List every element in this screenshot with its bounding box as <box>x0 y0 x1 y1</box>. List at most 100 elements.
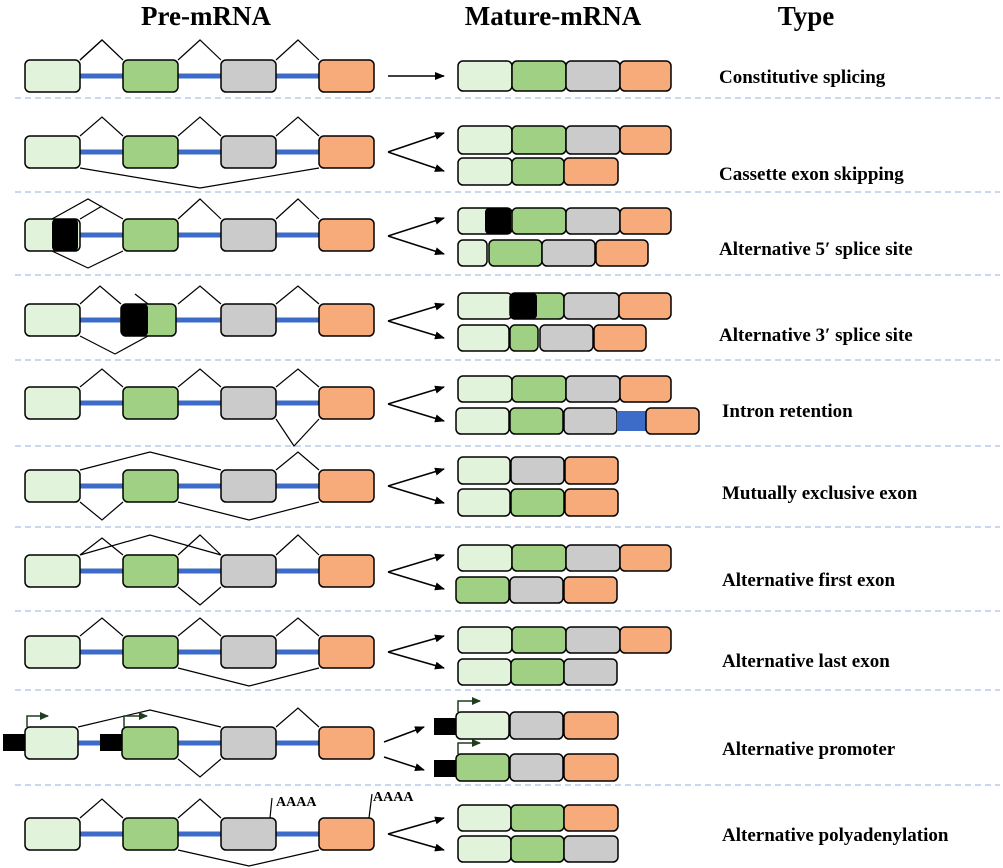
exon-1 <box>457 544 513 572</box>
exon-2 <box>122 817 179 851</box>
pre-mrna <box>24 451 375 521</box>
row-mutually-exclusive-exon: Mutually exclusive exon <box>24 451 918 521</box>
exon-1 <box>457 488 511 517</box>
exon-1 <box>455 711 510 740</box>
splice-junctions <box>79 368 320 447</box>
exon-2 <box>510 658 565 686</box>
exon-4 <box>563 804 619 832</box>
promoter-2 <box>100 734 122 751</box>
mature-mrna-isoform-2 <box>457 835 619 863</box>
mature-mrna-isoform-2 <box>457 157 619 186</box>
mature-mrna-isoform-1 <box>434 697 619 740</box>
exon-4 <box>564 456 619 485</box>
exon-1 <box>457 835 512 863</box>
exon-3 <box>220 218 277 252</box>
exon-2 <box>488 239 543 267</box>
pre-mrna <box>24 534 375 606</box>
arrow <box>387 485 445 505</box>
exon-4 <box>645 407 700 435</box>
arrow <box>387 816 445 835</box>
exon-3 <box>565 207 621 235</box>
exon-1 <box>24 59 81 93</box>
row-constitutive-splicing: Constitutive splicing <box>24 39 886 93</box>
exon-3 <box>220 554 277 588</box>
exon-1 <box>457 157 513 186</box>
mature-mrna-isoform-1 <box>457 375 672 403</box>
mature-mrna-isoform-2 <box>434 739 619 782</box>
exon-1 <box>457 292 513 320</box>
exon-3 <box>565 626 621 654</box>
splice-junctions <box>79 537 124 556</box>
exon-3 <box>565 60 621 92</box>
alt-splice-segment <box>485 208 511 234</box>
exon-4 <box>563 711 619 740</box>
exon-2 <box>122 386 179 420</box>
type-label: Intron retention <box>722 401 853 422</box>
arrow <box>387 467 445 487</box>
mature-mrna-isoform-2 <box>457 239 649 267</box>
row-alternative-last-exon: Alternative last exon <box>24 617 890 687</box>
mature-mrna-isoform-1 <box>457 207 672 235</box>
mature-mrna-isoform-1 <box>457 626 672 654</box>
exon-2 <box>510 835 565 863</box>
exon-3 <box>510 456 565 485</box>
exon-1 <box>457 125 513 155</box>
mature-mrna-isoform-2 <box>455 576 618 604</box>
arrow <box>387 571 445 591</box>
exon-4 <box>318 303 375 337</box>
exon-2 <box>510 488 565 517</box>
polya-label: AAAA <box>276 795 317 810</box>
exon-1 <box>24 303 81 337</box>
type-label: Constitutive splicing <box>719 67 886 88</box>
row-alternative-polyadenylation: AAAA AAAA Alternative polyadenylation <box>24 790 949 867</box>
arrow <box>387 320 445 340</box>
exon-3 <box>220 635 277 669</box>
mature-mrna-isoform-2 <box>457 488 619 517</box>
mature-mrna-isoform-1 <box>457 456 619 485</box>
exon-1 <box>24 386 81 420</box>
polya-label: AAAA <box>373 790 414 805</box>
exon-3 <box>563 292 620 320</box>
exon-3 <box>509 711 564 740</box>
exon-1 <box>457 324 510 352</box>
exon-2 <box>122 635 179 669</box>
mature-mrna-isoform-2 <box>455 407 700 435</box>
row-cassette-exon-skipping: Cassette exon skipping <box>24 116 904 189</box>
exon-2 <box>511 626 567 654</box>
splice-junctions <box>79 39 124 61</box>
alt-splice-segment <box>510 293 537 319</box>
splice-junctions <box>79 617 320 687</box>
exon-4 <box>318 59 375 93</box>
exon-4 <box>595 239 649 267</box>
promoter-arrow-icon <box>123 712 148 727</box>
exon-1 <box>457 658 512 686</box>
type-label: Mutually exclusive exon <box>722 483 918 504</box>
mature-mrna-isoform-1 <box>457 292 672 320</box>
exon-2 <box>511 60 567 92</box>
exon-1 <box>457 375 513 403</box>
type-label: Alternative 5′ splice site <box>719 239 913 260</box>
exon-3 <box>565 375 621 403</box>
row-alternative-promoter: Alternative promoter <box>3 697 896 782</box>
splice-junctions <box>77 707 320 778</box>
header-type: Type <box>778 1 835 31</box>
splice-junctions <box>79 798 320 867</box>
mature-mrna-isoform-1 <box>457 544 672 572</box>
pre-mrna <box>24 39 375 93</box>
promoter-arrow-icon <box>457 739 481 754</box>
exon-2 <box>511 207 567 235</box>
promoter-1 <box>3 734 25 751</box>
exon-4 <box>619 375 672 403</box>
exon-3 <box>220 386 277 420</box>
pre-mrna: AAAA AAAA <box>24 790 414 867</box>
pre-mrna <box>24 116 375 189</box>
splice-junctions <box>79 116 320 189</box>
exon-3 <box>220 817 277 851</box>
arrow <box>387 151 445 172</box>
exon-2 <box>122 469 179 503</box>
exon-2 <box>511 375 567 403</box>
type-label: Alternative polyadenylation <box>722 825 949 846</box>
exon-3 <box>565 544 621 572</box>
arrow <box>387 302 445 322</box>
exon-4 <box>318 635 375 669</box>
